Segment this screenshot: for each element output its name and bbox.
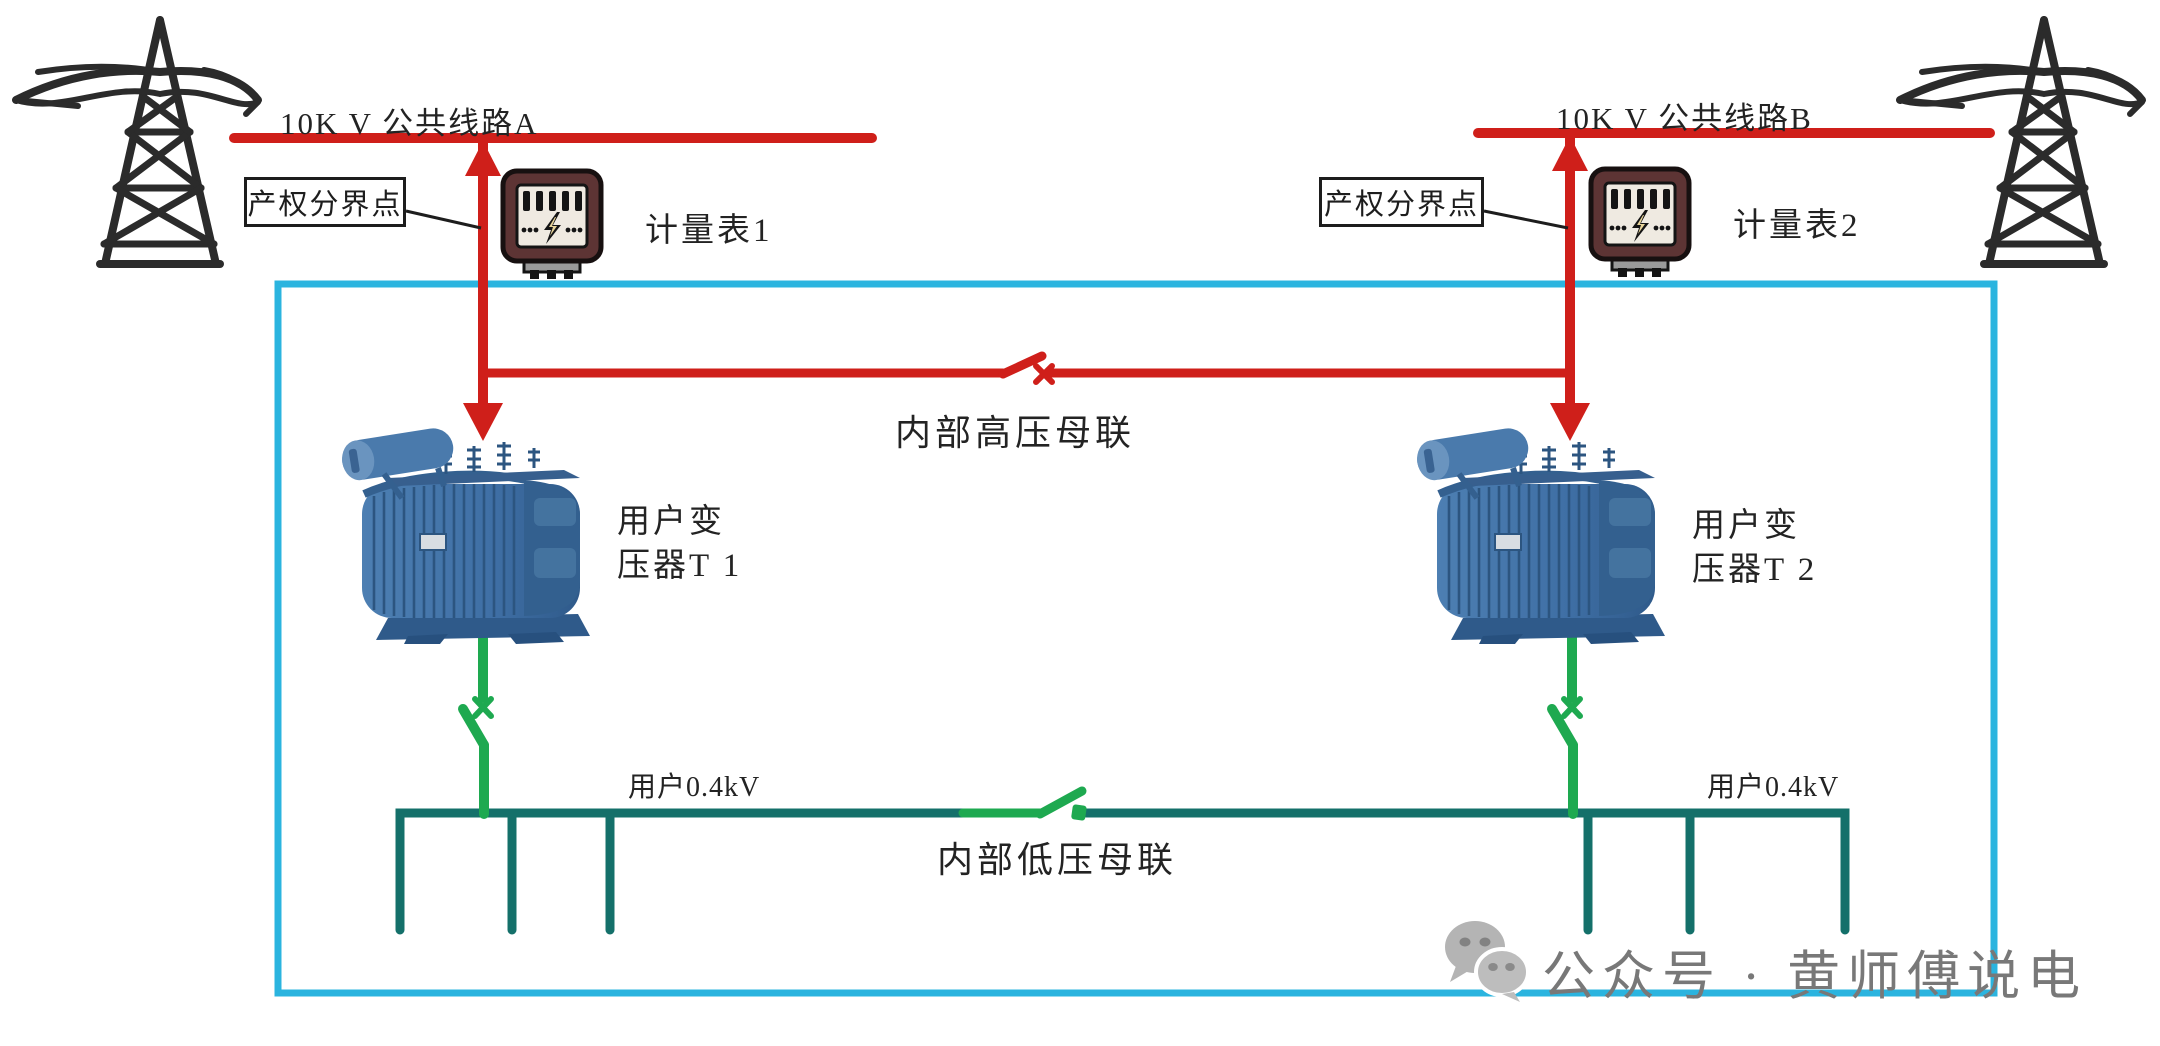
hv-bus-tie-label: 内部高压母联 — [895, 413, 1136, 453]
lv-user-right-label: 用户0.4kV — [1707, 772, 1840, 803]
lv-bus-tie-switch — [958, 786, 1087, 821]
lv-bus-right — [1081, 808, 1850, 935]
transmission-tower-left-icon — [12, 16, 262, 268]
watermark-text: 公众号 · 黄师傅说电 — [1542, 948, 2088, 1006]
energy-meter-1-icon — [500, 168, 604, 279]
line-b-label: 10K V 公共线路B — [1556, 101, 1813, 136]
t2-lv-switch — [1547, 629, 1583, 819]
transformer-2-label-line1: 用户变 — [1692, 508, 1800, 544]
lv-bus-left — [395, 808, 1045, 935]
lv-user-left-label: 用户0.4kV — [628, 772, 761, 803]
boundary-point-left-box: 产权分界点 — [244, 177, 406, 227]
meter-1-label: 计量表1 — [645, 213, 773, 249]
transmission-tower-right-icon — [1896, 16, 2146, 268]
boundary-point-right-box: 产权分界点 — [1319, 177, 1484, 227]
service-drop-left — [463, 140, 503, 441]
service-drop-right — [1550, 135, 1590, 441]
transformer-2-label: 用户变 压器T 2 — [1692, 504, 1817, 592]
boundary-leader-left — [405, 209, 482, 230]
hv-bus-tie — [478, 351, 1575, 385]
transformer-1-label-line2: 压器T 1 — [617, 548, 743, 584]
transformer-2-label-line2: 压器T 2 — [1692, 552, 1818, 588]
lv-bus-tie-label: 内部低压母联 — [937, 840, 1178, 880]
line-a-label: 10K V 公共线路A — [280, 106, 539, 141]
transformer-2-illustration — [1417, 428, 1665, 644]
transformer-1-label: 用户变 压器T 1 — [617, 500, 742, 588]
wechat-icon — [1445, 921, 1530, 1002]
meter-2-label: 计量表2 — [1733, 208, 1861, 244]
energy-meter-2-icon — [1588, 166, 1692, 277]
customer-boundary-box — [274, 280, 1998, 997]
boundary-leader-right — [1483, 209, 1569, 230]
transformer-1-label-line1: 用户变 — [617, 504, 725, 540]
t1-lv-switch — [458, 629, 494, 819]
transformer-1-illustration — [342, 428, 590, 644]
